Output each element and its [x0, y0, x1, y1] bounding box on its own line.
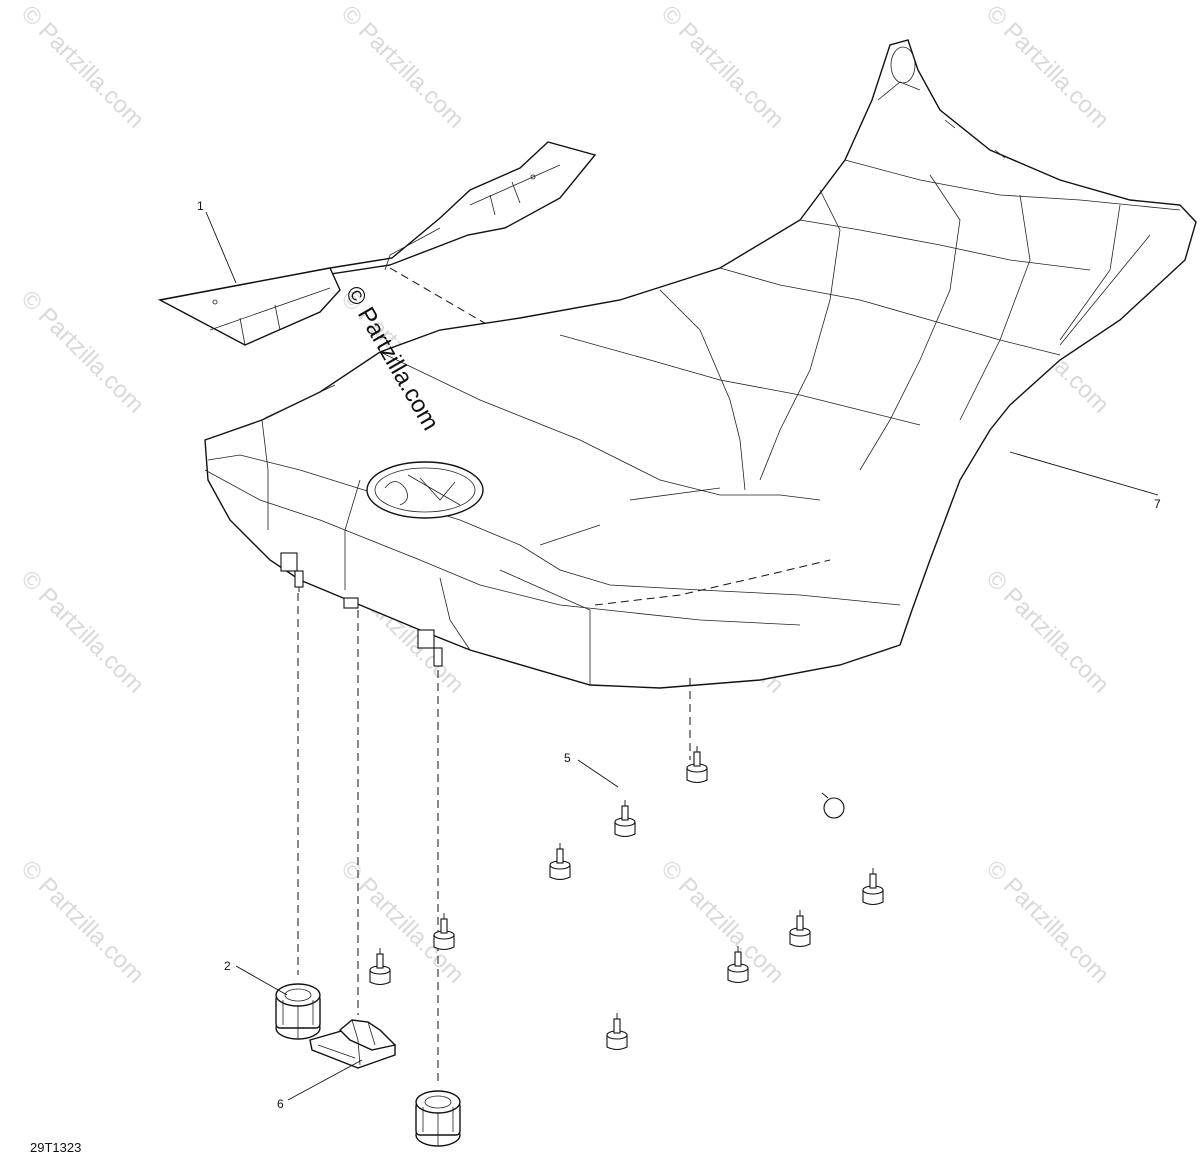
- watermark-text: © Partzilla.com: [16, 855, 149, 988]
- watermark-text: © Partzilla.com: [336, 0, 469, 133]
- watermark-text: © Partzilla.com: [656, 0, 789, 133]
- grommet-icon: [275, 983, 461, 1147]
- rubber-stopper-icon: [369, 746, 884, 1051]
- watermark-text: © Partzilla.com: [16, 0, 149, 133]
- callout-1: 1: [197, 199, 204, 213]
- latch-bracket-icon: [309, 1019, 397, 1069]
- rubber-stopper-round: [821, 792, 845, 819]
- callout-7: 7: [1154, 497, 1161, 511]
- watermark-text: © Partzilla.com: [16, 565, 149, 698]
- watermark-text: © Partzilla.com: [16, 285, 149, 418]
- figure-code: 29T1323: [30, 1140, 81, 1155]
- seat-icon: [204, 39, 1197, 689]
- rubber-stopper-5: [789, 910, 811, 948]
- rubber-stopper-3: [549, 843, 571, 881]
- leader-lines: [205, 211, 1159, 1101]
- rubber-stopper-2: [614, 800, 636, 838]
- rubber-stopper-8: [369, 948, 391, 986]
- callout-2: 2: [224, 959, 231, 973]
- watermark-text: © Partzilla.com: [656, 855, 789, 988]
- watermark-text: © Partzilla.com: [981, 855, 1114, 988]
- assembly-lines: [297, 593, 691, 1085]
- rubber-stopper-1: [686, 746, 708, 784]
- rubber-stopper-7: [433, 913, 455, 951]
- grommet-lower: [415, 1090, 461, 1147]
- rubber-stopper-9: [606, 1013, 628, 1051]
- watermark-text: © Partzilla.com: [981, 0, 1114, 133]
- rubber-stopper-4: [862, 868, 884, 906]
- callout-6: 6: [277, 1097, 284, 1111]
- seat-logo-icon: [366, 461, 484, 519]
- callout-5: 5: [564, 751, 571, 765]
- seat-stud-left: [280, 552, 304, 592]
- rubber-stopper-6: [727, 946, 749, 984]
- seat-stud-middle: [343, 597, 359, 609]
- watermark-text: © Partzilla.com: [981, 565, 1114, 698]
- watermark-text: © Partzilla.com: [336, 855, 469, 988]
- callout-labels: 1 2 5 6 7: [197, 199, 1161, 1111]
- seat-stud-right: [417, 629, 443, 667]
- seat-pad-icon: [157, 141, 597, 346]
- grommet-upper: [275, 983, 321, 1040]
